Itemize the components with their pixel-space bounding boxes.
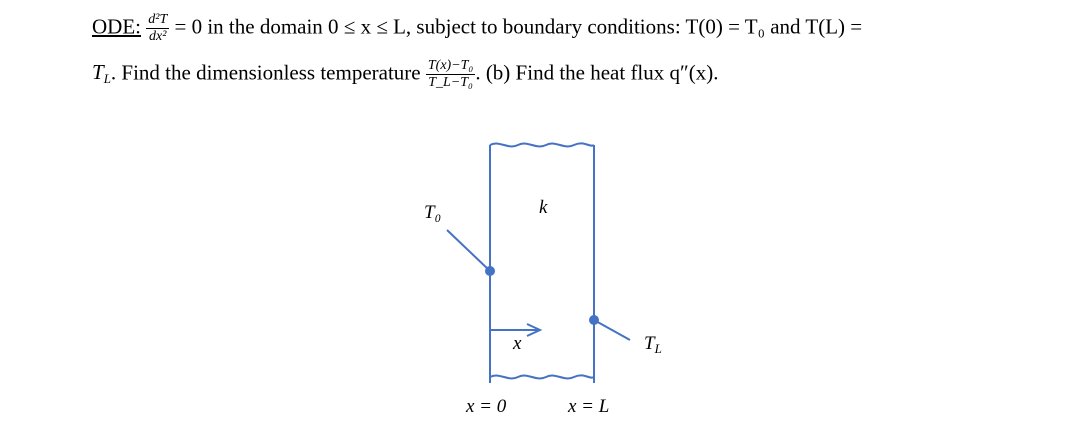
tl-leader-line xyxy=(593,319,631,341)
conductivity-label: k xyxy=(539,197,548,218)
fraction-denominator: T_L−T₀ xyxy=(428,75,473,90)
t0-label: T₀ xyxy=(424,202,442,223)
x0-label: x = 0 xyxy=(466,396,507,417)
ode-numerator: d²T xyxy=(146,12,170,29)
problem-line-2-text: . Find the dimensionless temperature xyxy=(110,60,421,85)
dimensionless-fraction: T(x)−T₀ T_L−T₀ xyxy=(425,58,476,91)
ode-fraction: d²T dx² xyxy=(146,12,170,45)
problem-line-2: TL. Find the dimensionless temperature T… xyxy=(92,58,719,91)
left-boundary-dot xyxy=(485,266,495,276)
x-axis-arrowhead xyxy=(526,323,543,337)
x-axis-label: x xyxy=(513,333,522,354)
problem-line-1: ODE: d²T dx² = 0 in the domain 0 ≤ x ≤ L… xyxy=(92,12,862,45)
xl-label: x = L xyxy=(568,396,610,417)
problem-line-2-end: . (b) Find the heat flux q″(x). xyxy=(475,60,719,85)
right-boundary-dot xyxy=(589,315,599,325)
problem-line-1-text: = 0 in the domain 0 ≤ x ≤ L, subject to … xyxy=(174,14,863,39)
tl-label: TL xyxy=(644,333,662,356)
bottom-break-line xyxy=(489,374,595,380)
t0-leader-line xyxy=(446,229,491,272)
ode-label: ODE: xyxy=(92,14,141,39)
ode-denominator: dx² xyxy=(149,29,167,44)
tl-symbol: TL xyxy=(92,60,111,87)
fraction-numerator: T(x)−T₀ xyxy=(425,58,476,75)
top-break-line xyxy=(489,142,595,148)
